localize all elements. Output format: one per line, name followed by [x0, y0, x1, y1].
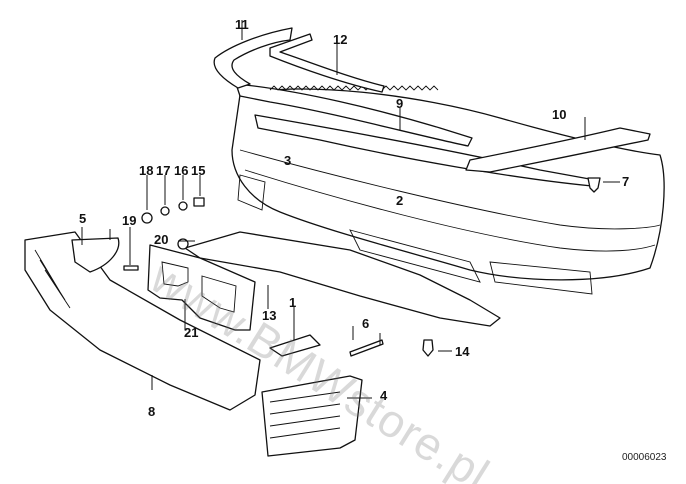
callout-20[interactable]: 20 [154, 232, 169, 247]
washer [141, 212, 153, 224]
bumper-lower-opening [349, 229, 481, 283]
screw [123, 265, 139, 271]
callout-1[interactable]: 1 [289, 295, 297, 310]
callout-15[interactable]: 15 [191, 163, 206, 178]
nut [160, 206, 170, 216]
callout-6[interactable]: 6 [362, 316, 370, 331]
callout-11[interactable]: 11 [235, 17, 249, 32]
pin [349, 339, 384, 357]
rubber-strip [269, 33, 385, 93]
sleeve [193, 197, 205, 207]
spring-washer [178, 201, 188, 211]
drawing-code: 00006023 [622, 452, 667, 463]
left-bracket [71, 237, 120, 273]
callout-8[interactable]: 8 [148, 404, 156, 419]
small-plate [269, 334, 321, 357]
corner-trim-left [213, 27, 293, 89]
callout-17[interactable]: 17 [156, 163, 171, 178]
callout-10[interactable]: 10 [552, 107, 567, 122]
callout-18[interactable]: 18 [139, 163, 154, 178]
callout-13[interactable]: 13 [262, 308, 277, 323]
callout-4[interactable]: 4 [380, 388, 388, 403]
callout-16[interactable]: 16 [174, 163, 189, 178]
spoiler-plate [184, 231, 501, 327]
corner-trim-right [465, 127, 651, 173]
rubber-insert [235, 83, 473, 147]
callout-3[interactable]: 3 [284, 153, 292, 168]
callout-2[interactable]: 2 [396, 193, 404, 208]
callout-12[interactable]: 12 [333, 32, 348, 47]
callout-7[interactable]: 7 [622, 174, 630, 189]
callout-14[interactable]: 14 [455, 344, 470, 359]
bolt [587, 177, 601, 193]
callout-19[interactable]: 19 [122, 213, 137, 228]
callout-5[interactable]: 5 [79, 211, 87, 226]
callout-21[interactable]: 21 [184, 325, 199, 340]
callout-9[interactable]: 9 [396, 96, 404, 111]
clip [422, 339, 434, 357]
license-bracket [147, 244, 256, 331]
lower-grille [24, 231, 261, 411]
